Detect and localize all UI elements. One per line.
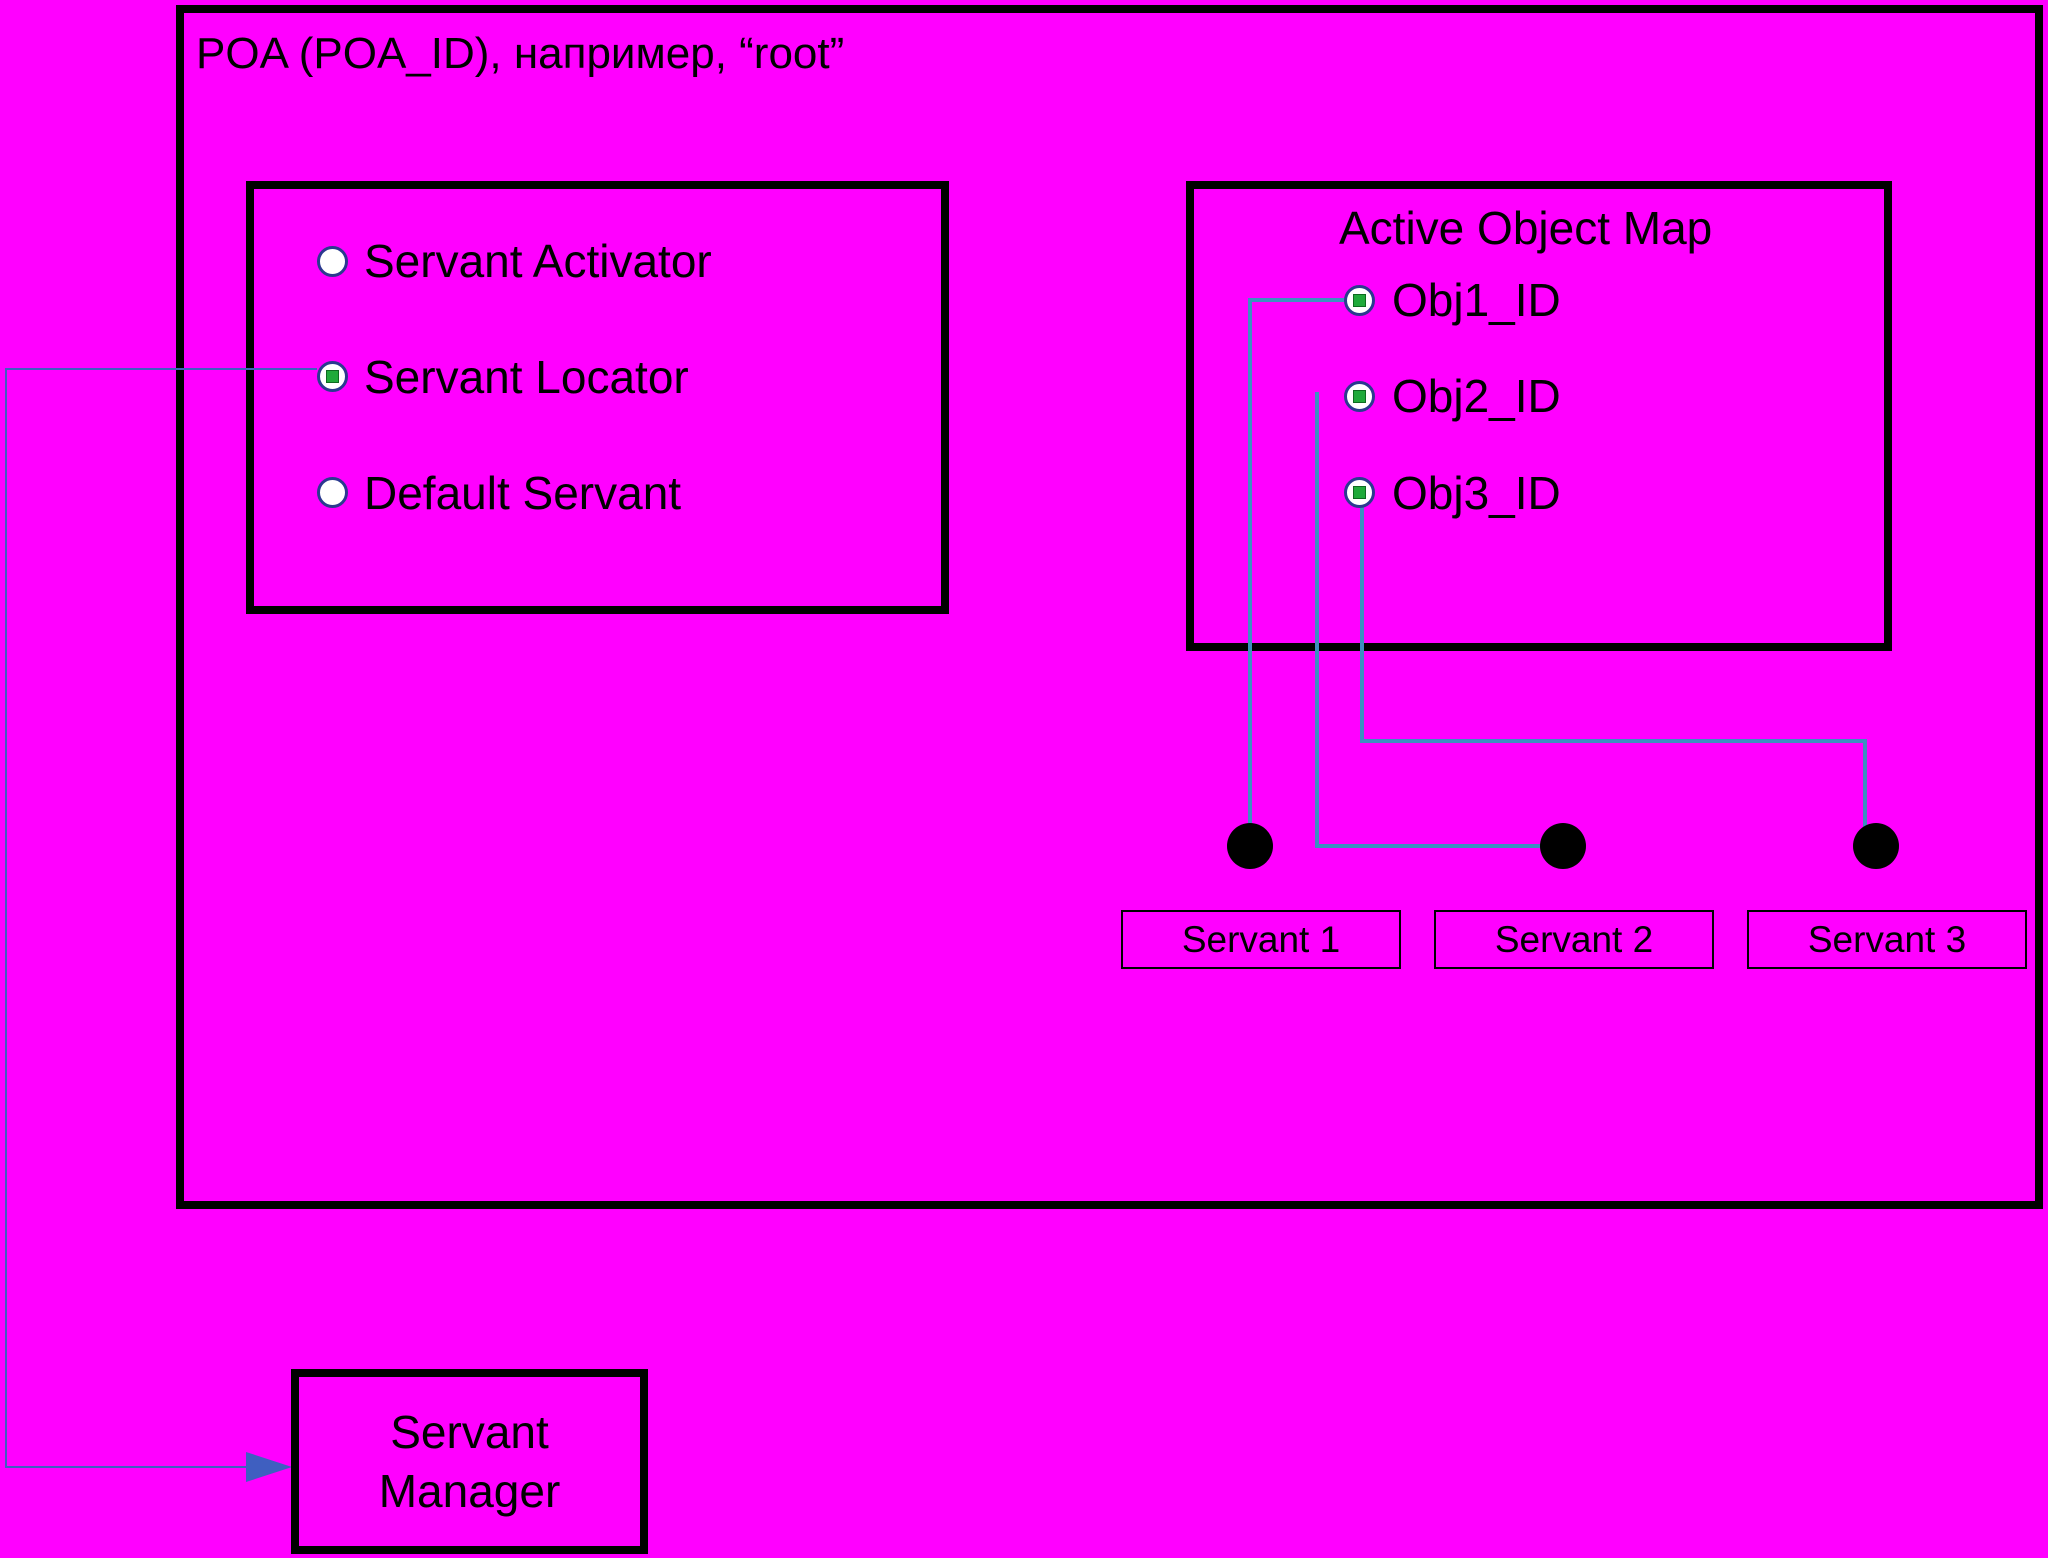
servant-2-box: Servant 2	[1434, 910, 1714, 969]
obj1-radio[interactable]	[1344, 285, 1375, 316]
obj1-id-label: Obj1_ID	[1392, 274, 1561, 326]
servant-locator-label: Servant Locator	[364, 351, 689, 403]
servant-manager-label-line2: Manager	[378, 1464, 561, 1517]
poa-box	[176, 5, 2043, 1209]
active-object-map-box	[1186, 181, 1892, 651]
servant-manager-label-line1: Servant	[390, 1405, 549, 1458]
obj2-radio[interactable]	[1344, 381, 1375, 412]
servant-1-label: Servant 1	[1181, 918, 1341, 960]
servant-locator-radio[interactable]	[317, 361, 348, 392]
poa-title: POA (POA_ID), например, “root”	[196, 29, 845, 78]
policies-box	[246, 181, 949, 614]
locator-to-manager-line	[5, 368, 317, 1468]
servant2-endpoint-dot	[1540, 823, 1586, 869]
servant-2-label: Servant 2	[1494, 918, 1654, 960]
servant-1-box: Servant 1	[1121, 910, 1401, 969]
servant-3-box: Servant 3	[1747, 910, 2027, 969]
servant3-endpoint-dot	[1853, 823, 1899, 869]
obj3-to-servant3-line	[1360, 493, 1867, 846]
obj2-id-label: Obj2_ID	[1392, 370, 1561, 422]
servant-activator-label: Servant Activator	[364, 235, 712, 287]
radio-selected-dot	[326, 370, 339, 383]
servant-3-label: Servant 3	[1807, 918, 1967, 960]
servant-manager-box: Servant Manager	[291, 1369, 648, 1554]
obj3-id-label: Obj3_ID	[1392, 467, 1561, 519]
manager-arrowhead-icon	[246, 1452, 292, 1482]
radio-selected-dot	[1353, 294, 1366, 307]
obj3-radio[interactable]	[1344, 477, 1375, 508]
radio-selected-dot	[1353, 486, 1366, 499]
servant1-endpoint-dot	[1227, 823, 1273, 869]
default-servant-label: Default Servant	[364, 467, 682, 519]
radio-selected-dot	[1353, 390, 1366, 403]
obj1-to-servant1-line	[1248, 298, 1357, 846]
active-object-map-title: Active Object Map	[1339, 202, 1713, 254]
servant-activator-radio[interactable]	[317, 246, 348, 277]
obj2-to-servant2-line	[1315, 392, 1563, 848]
default-servant-radio[interactable]	[317, 477, 348, 508]
